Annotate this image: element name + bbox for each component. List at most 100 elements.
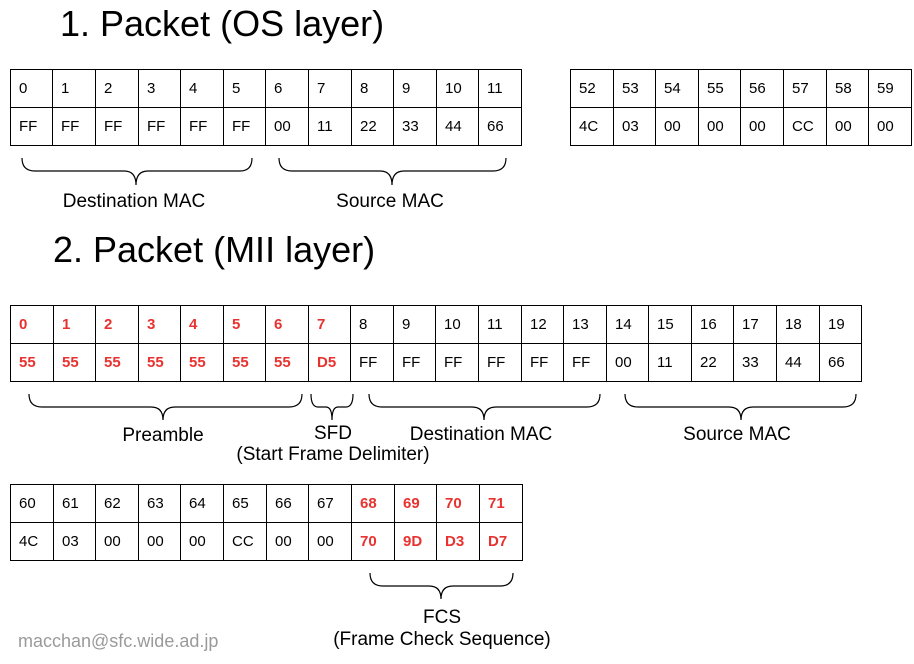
byte-value-cell: 44	[777, 344, 820, 382]
byte-value-cell: 00	[827, 108, 869, 146]
byte-value-cell: FF	[11, 108, 53, 146]
label-preamble: Preamble	[122, 425, 204, 446]
byte-value-cell: FF	[139, 108, 181, 146]
byte-index-cell: 19	[820, 306, 862, 344]
byte-value-cell: 00	[266, 108, 309, 146]
byte-index-cell: 9	[394, 306, 436, 344]
byte-index-cell: 1	[54, 306, 96, 344]
title-os-layer: 1. Packet (OS layer)	[60, 3, 385, 44]
byte-index-cell: 5	[224, 306, 266, 344]
byte-value-cell: FF	[522, 344, 564, 382]
byte-value-cell: 00	[267, 523, 309, 561]
byte-value-cell: FF	[53, 108, 96, 146]
byte-value-cell: 00	[96, 523, 139, 561]
byte-index-cell: 6	[266, 306, 309, 344]
byte-value-cell: 00	[181, 523, 224, 561]
byte-value-cell: 55	[181, 344, 224, 382]
byte-index-cell: 17	[734, 306, 777, 344]
byte-value-cell: 33	[394, 108, 437, 146]
byte-value-cell: FF	[564, 344, 607, 382]
byte-value-cell: 00	[139, 523, 181, 561]
byte-index-cell: 10	[436, 306, 479, 344]
byte-value-cell: FF	[436, 344, 479, 382]
byte-value-cell: 55	[96, 344, 139, 382]
byte-value-cell: 00	[309, 523, 352, 561]
author-email: macchan@sfc.wide.ad.jp	[18, 631, 219, 651]
byte-value-cell: 4C	[11, 523, 54, 561]
byte-value-cell: 70	[352, 523, 395, 561]
byte-value-cell: 00	[699, 108, 741, 146]
byte-value-cell: CC	[784, 108, 827, 146]
byte-index-cell: 3	[139, 306, 181, 344]
byte-value-cell: 66	[820, 344, 862, 382]
byte-value-cell: D5	[309, 344, 351, 382]
byte-index-cell: 11	[479, 306, 522, 344]
byte-index-cell: 7	[309, 70, 352, 108]
byte-index-cell: 62	[96, 485, 139, 523]
brace-fcs	[369, 572, 514, 600]
byte-index-cell: 4	[181, 306, 224, 344]
byte-value-cell: 55	[224, 344, 266, 382]
brace-mii-destination-mac	[368, 393, 601, 421]
byte-index-cell: 11	[479, 70, 522, 108]
byte-index-cell: 2	[96, 70, 139, 108]
byte-index-cell: 57	[784, 70, 827, 108]
byte-value-cell: 66	[479, 108, 522, 146]
byte-value-cell: 22	[692, 344, 734, 382]
label-mii-source-mac: Source MAC	[683, 424, 791, 445]
byte-value-cell: 9D	[395, 523, 437, 561]
byte-index-cell: 0	[11, 70, 53, 108]
byte-index-cell: 58	[827, 70, 869, 108]
label-mii-destination-mac: Destination MAC	[409, 424, 553, 445]
byte-value-cell: 44	[437, 108, 479, 146]
byte-value-cell: 03	[614, 108, 656, 146]
brace-sfd	[310, 393, 354, 421]
label-fcs-full: (Frame Check Sequence)	[333, 629, 551, 650]
label-sfd-full: (Start Frame Delimiter)	[236, 444, 430, 465]
label-os-source-mac: Source MAC	[336, 191, 444, 212]
byte-index-cell: 61	[54, 485, 96, 523]
byte-index-cell: 53	[614, 70, 656, 108]
brace-os-source-mac	[278, 157, 507, 186]
byte-index-cell: 67	[309, 485, 352, 523]
byte-index-cell: 13	[564, 306, 607, 344]
byte-value-cell: D7	[480, 523, 523, 561]
byte-value-cell: D3	[437, 523, 480, 561]
byte-index-cell: 52	[571, 70, 614, 108]
byte-index-cell: 55	[699, 70, 741, 108]
byte-index-cell: 56	[741, 70, 784, 108]
byte-index-cell: 8	[352, 70, 394, 108]
byte-index-cell: 65	[224, 485, 267, 523]
byte-value-cell: FF	[96, 108, 139, 146]
